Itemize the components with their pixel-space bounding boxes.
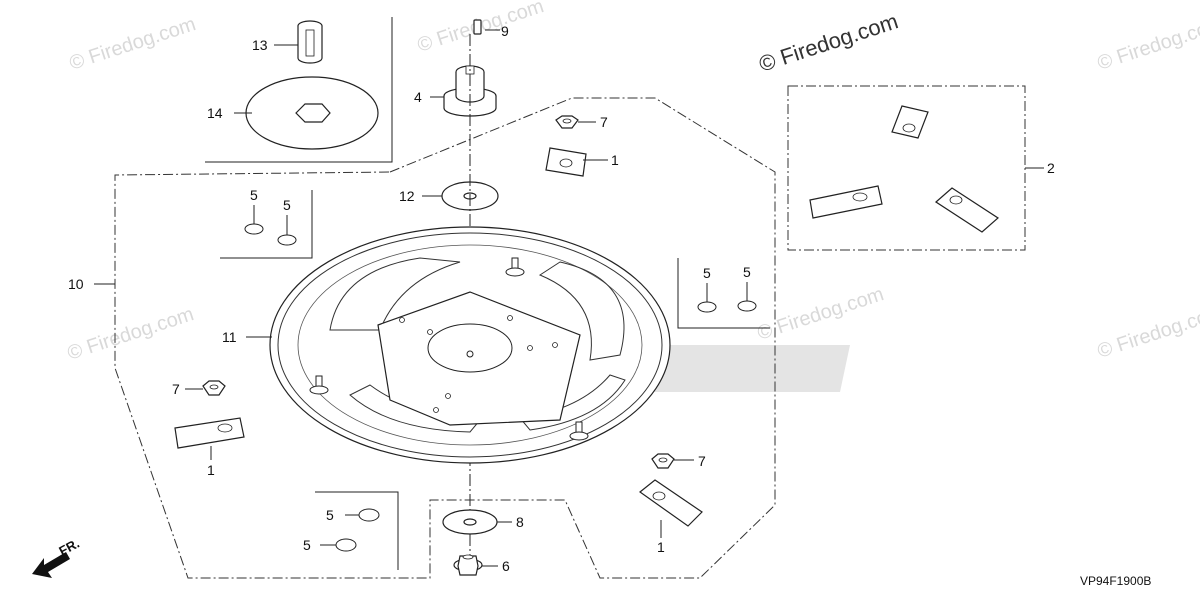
flange-nut-part <box>453 554 483 576</box>
callout-8: 8 <box>516 514 524 530</box>
blade-disc-part <box>269 226 671 464</box>
callout-1: 1 <box>611 152 619 168</box>
callout-5: 5 <box>703 265 711 281</box>
diagram-code: VP94F1900B <box>1080 574 1151 588</box>
watermark: © Firedog.com <box>67 13 199 75</box>
watermark: © Firedog.com <box>1095 301 1200 363</box>
nut-part <box>555 115 579 129</box>
callout-10: 10 <box>68 276 84 292</box>
blade-kit-part <box>809 105 999 233</box>
collar-part <box>297 20 323 64</box>
blade-part <box>639 479 703 527</box>
callout-7: 7 <box>698 453 706 469</box>
bracket-5-lower <box>315 491 399 570</box>
callout-13: 13 <box>252 37 268 53</box>
callout-5: 5 <box>250 187 258 203</box>
disc-washer-part <box>245 76 379 150</box>
blade-part <box>174 417 245 449</box>
callout-1: 1 <box>657 539 665 555</box>
assembly-outline <box>114 97 776 579</box>
bracket-5-right <box>677 258 770 329</box>
watermark-main: © Firedog.com <box>756 8 901 76</box>
key-part <box>473 19 482 35</box>
callout-5: 5 <box>283 197 291 213</box>
nut-part <box>651 453 675 469</box>
callout-7: 7 <box>600 114 608 130</box>
callout-12: 12 <box>399 188 415 204</box>
callout-5: 5 <box>326 507 334 523</box>
callout-1: 1 <box>207 462 215 478</box>
bracket-5-upper-left <box>220 190 313 259</box>
blade-kit-box <box>787 85 1026 251</box>
callout-7: 7 <box>172 381 180 397</box>
nut-part <box>202 380 226 396</box>
blade-part <box>545 147 587 177</box>
callout-labels: 13 14 9 4 7 1 12 2 5 5 5 5 10 11 7 1 7 1… <box>68 23 1055 574</box>
callout-5: 5 <box>743 264 751 280</box>
callout-9: 9 <box>501 23 509 39</box>
weight-part <box>244 223 757 552</box>
bracket-13-14 <box>205 17 393 163</box>
callout-6: 6 <box>502 558 510 574</box>
front-direction-arrow: FR. <box>32 536 82 578</box>
callout-5: 5 <box>303 537 311 553</box>
callout-4: 4 <box>414 89 422 105</box>
callout-11: 11 <box>222 329 237 345</box>
leader-lines <box>94 29 1044 567</box>
lower-washer-part <box>442 509 498 535</box>
front-label: FR. <box>56 536 82 559</box>
callout-14: 14 <box>207 105 223 121</box>
callout-2: 2 <box>1047 160 1055 176</box>
watermark: © Firedog.com <box>65 303 197 365</box>
watermark: © Firedog.com <box>1095 13 1200 75</box>
